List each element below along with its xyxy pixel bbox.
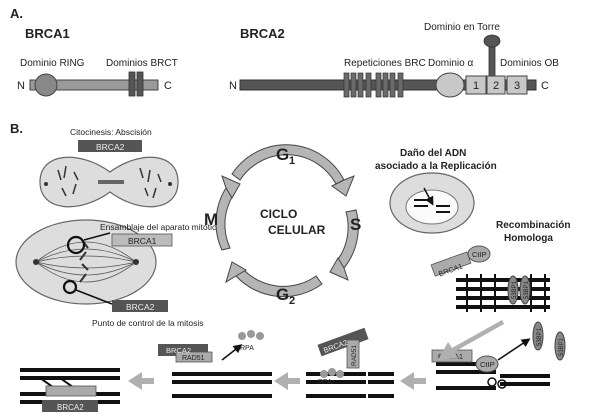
cytokinesis-label: Citocinesis: Abscisión: [70, 127, 152, 137]
spindle-brca1-text: BRCA1: [128, 236, 157, 246]
brca2-tower-label: Dominio en Torre: [424, 22, 500, 33]
brca2-alpha-label: Dominio α: [428, 58, 473, 69]
brca1-ring-domain: [34, 73, 58, 97]
hr2-53bp1-text-a: 53BP1: [537, 327, 543, 346]
hr4-brca2-text: BRCA2: [166, 346, 191, 355]
brca1-protein-bar: [29, 79, 159, 91]
hr2-53bp1-text-b: 53BP1: [559, 337, 565, 356]
hr3-rad51-text: RAD51: [351, 345, 358, 366]
checkpoint-brca2-box: [112, 300, 168, 312]
brca1-brct-label: Dominios BRCT: [106, 58, 178, 69]
brca1-c-label: C: [164, 80, 172, 92]
brca2-tower-head: [483, 34, 501, 48]
process-arrows: [128, 320, 504, 390]
panel-b-label: B.: [10, 121, 23, 136]
cycle-center-line2: CELULAR: [268, 223, 326, 237]
brca2-ob-fold-3: [506, 75, 528, 95]
hr-step1: [430, 245, 550, 312]
checkpoint-label: Punto de control de la mitosis: [92, 318, 204, 328]
hr4-rpa-text: RPA: [240, 345, 254, 352]
brca2-ob-label: Dominios OB: [500, 58, 559, 69]
brca2-brc-repeats: [343, 72, 404, 98]
cycle-center-line1: CICLO: [260, 207, 297, 221]
midbody: [98, 180, 124, 184]
hr-title-line2: Homologa: [504, 233, 553, 244]
hr-step3: [306, 327, 394, 398]
damage-title-line2: asociado a la Replicación: [375, 161, 497, 172]
damaged-cell-nucleus: [405, 189, 459, 225]
spindle-brca1-box: [111, 233, 173, 247]
hr5-brca2-text: BRCA2: [57, 403, 84, 412]
brca1-n-label: N: [17, 80, 25, 92]
spindle-fibers: [35, 241, 137, 283]
hr1-ctip-text: CtIP: [472, 250, 487, 259]
cytokinesis-brca2-text: BRCA2: [96, 142, 125, 152]
cycle-s: S: [350, 215, 361, 234]
brca2-brc-label: Repeticiones BRC: [344, 58, 426, 69]
ob-number-1: 1: [473, 80, 479, 92]
dividing-cell-chromosomes: [57, 165, 162, 199]
spindle-label: Ensamblaje del aparato mitótico: [100, 222, 221, 232]
brca1-ring-label: Dominio RING: [20, 58, 85, 69]
brca2-n-label: N: [229, 80, 237, 92]
checkpoint-brca2-text: BRCA2: [126, 302, 155, 312]
cycle-m: M: [204, 210, 218, 229]
brca1-title: BRCA1: [25, 26, 70, 41]
checkpoint-highlight-circle: [62, 279, 78, 295]
hr-title-line1: Recombinación: [496, 220, 570, 231]
cytokinesis-brca2-box: [78, 140, 142, 152]
spindle-highlight-circle: [66, 235, 86, 255]
hr1-53bp1-text-b: 53BP1: [524, 280, 530, 299]
brca2-helical-domain: [435, 72, 465, 98]
hr-step5: [20, 368, 120, 412]
cycle-g2-sub: 2: [289, 295, 295, 307]
damage-title-line1: Daño del ADN: [400, 148, 466, 159]
cycle-g1: G: [276, 145, 289, 164]
cycle-g2: G: [276, 285, 289, 304]
brca2-ob-fold-2: [486, 75, 506, 95]
hr2-ctip-text: CtIP: [480, 360, 495, 369]
hr1-53bp1-text-a: 53BP1: [512, 280, 518, 299]
panel-a-label: A.: [10, 6, 23, 21]
brca2-ob-fold-1: [465, 75, 487, 95]
hr4-rad51-text: RAD51: [182, 355, 205, 362]
cell-cycle-wheel: [215, 144, 359, 298]
brca1-brct-domain-1: [128, 71, 136, 97]
brca1-brct-domain-2: [136, 71, 144, 97]
brca2-c-label: C: [541, 80, 549, 92]
hr-step4: [158, 330, 272, 398]
ob-number-3: 3: [514, 80, 520, 92]
ob-number-2: 2: [493, 80, 499, 92]
cycle-g1-sub: 1: [289, 155, 295, 167]
hr3-rpa-text: RPA: [318, 379, 332, 386]
brca2-title: BRCA2: [240, 26, 285, 41]
